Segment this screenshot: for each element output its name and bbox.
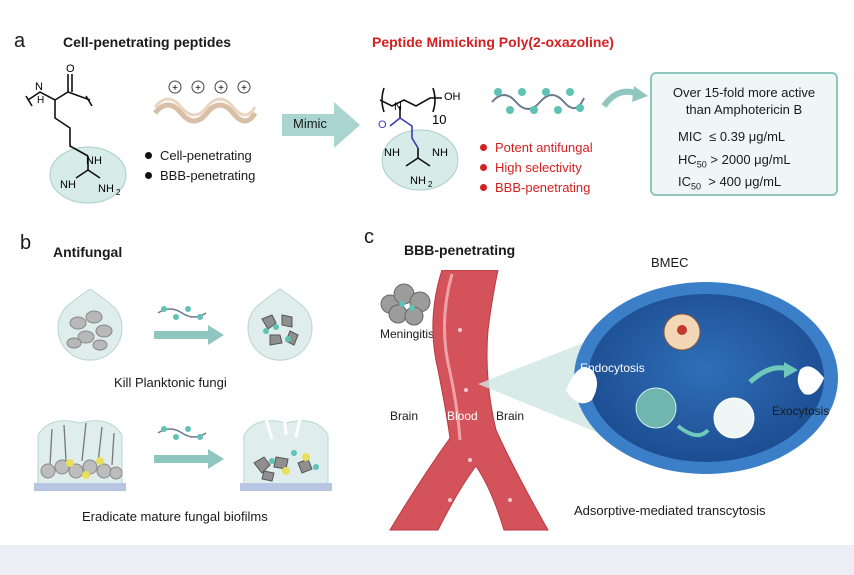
- meningitis-fungi-icon: [380, 283, 431, 326]
- mic-row: MIC ≤ 0.39 μg/mL: [678, 128, 836, 151]
- bullet-dot-red: [480, 183, 487, 191]
- guanidine-nh2-subscript: 2: [116, 188, 121, 197]
- sidechain-o-label: O: [378, 119, 387, 131]
- ic-name: IC: [678, 174, 691, 190]
- cpp-bullet-1-text: Cell-penetrating: [160, 147, 252, 163]
- curved-arrow-icon: [601, 86, 648, 108]
- poly-bullet-2: High selectivity: [480, 157, 593, 177]
- footer-band: [0, 545, 854, 575]
- poly-bullet-2-text: High selectivity: [495, 159, 582, 175]
- activity-line-2: than Amphotericin B: [685, 102, 803, 117]
- eradicate-biofilm-caption: Eradicate mature fungal biofilms: [82, 509, 268, 524]
- guanidine-nh2-label-2: NH: [410, 175, 426, 187]
- panel-c-letter: c: [364, 226, 374, 248]
- terminal-oh-label: OH: [444, 91, 461, 103]
- repeat-units-label: 10: [432, 112, 446, 127]
- brain-right-label: Brain: [496, 409, 525, 423]
- poly-bullets: Potent antifungal High selectivity BBB-p…: [480, 137, 593, 197]
- mimic-arrow: [282, 102, 360, 148]
- bullet-dot-red: [480, 163, 487, 171]
- blood-vessel: [389, 270, 549, 531]
- antifungal-title: Antifungal: [53, 244, 123, 260]
- mic-name: MIC: [678, 129, 702, 144]
- ic-sub: 50: [691, 181, 702, 192]
- ic50-value: > 400 μg/mL: [708, 174, 782, 190]
- bullet-dot-red: [480, 143, 487, 151]
- charge-plus-2: +: [195, 83, 201, 94]
- hc50-row: HC50 > 2000 μg/mL: [678, 151, 836, 174]
- bullet-dot: [145, 171, 152, 179]
- polymer-chain-icon: [491, 88, 585, 114]
- poly-oxazoline-title: Peptide Mimicking Poly(2-oxazoline): [372, 34, 614, 50]
- charge-plus-4: +: [241, 83, 247, 94]
- treatment-arrow-2: [154, 426, 224, 469]
- transcytosis-caption: Adsorptive-mediated transcytosis: [574, 503, 766, 518]
- bmec-cell: [566, 282, 838, 474]
- activity-line-1: Over 15-fold more active: [672, 85, 816, 100]
- charge-plus-3: +: [218, 83, 224, 94]
- mimic-label: Mimic: [293, 116, 327, 131]
- treatment-arrow-1: [154, 306, 224, 345]
- mic-value: ≤ 0.39 μg/mL: [709, 129, 786, 144]
- meningitis-label: Meningitis: [380, 327, 435, 341]
- poly-bullet-3: BBB-penetrating: [480, 177, 593, 197]
- panel-a-letter: a: [14, 30, 26, 52]
- eradicated-biofilm: [240, 414, 332, 491]
- cpp-bullet-2-text: BBB-penetrating: [160, 167, 256, 183]
- zoom-cone: [478, 334, 606, 436]
- poly-bullet-1: Potent antifungal: [480, 137, 593, 157]
- backbone-n-label: N: [394, 101, 402, 113]
- cpp-bullet-2: BBB-penetrating: [145, 165, 255, 185]
- guanidine-nh2-subscript-2: 2: [428, 180, 433, 189]
- activity-box: Over 15-fold more active than Amphoteric…: [650, 72, 838, 196]
- blood-label: Blood: [447, 409, 478, 423]
- amide-h-label: H: [37, 95, 44, 106]
- poly-oxazoline-structure: N O OH 10 NH NH NH 2: [378, 87, 461, 191]
- mature-biofilm: [34, 420, 126, 491]
- carbonyl-o-label: O: [66, 63, 75, 75]
- panel-b-letter: b: [20, 232, 32, 254]
- cpp-bullet-1: Cell-penetrating: [145, 145, 255, 165]
- charge-plus-1: +: [172, 83, 178, 94]
- hc-name: HC: [678, 151, 697, 167]
- bullet-dot: [145, 151, 152, 159]
- planktonic-fungi-droplet: [57, 288, 123, 361]
- bmec-label: BMEC: [651, 255, 689, 270]
- amide-n-label: N: [35, 81, 43, 93]
- poly-bullet-3-text: BBB-penetrating: [495, 179, 591, 195]
- cpp-title: Cell-penetrating peptides: [63, 34, 232, 50]
- peptide-wave-icon: + + + +: [153, 80, 258, 124]
- guanidine-nh-label: NH: [86, 155, 102, 167]
- guanidine-hn-label: NH: [60, 179, 76, 191]
- hc-sub: 50: [696, 159, 707, 170]
- arginine-structure: N H O NH NH NH 2: [25, 63, 127, 204]
- cpp-bullets: Cell-penetrating BBB-penetrating: [145, 145, 255, 185]
- guanidine-hn-label-2: NH: [384, 147, 400, 159]
- killed-fungi-droplet: [247, 288, 313, 361]
- guanidine-nh2-label: NH: [98, 183, 114, 195]
- endocytosis-label: Endocytosis: [580, 361, 645, 375]
- kill-planktonic-caption: Kill Planktonic fungi: [114, 375, 227, 390]
- guanidine-nh-label-2: NH: [432, 147, 448, 159]
- ic50-row: IC50 > 400 μg/mL: [678, 173, 836, 196]
- bbb-title: BBB-penetrating: [404, 242, 516, 258]
- hc50-value: > 2000 μg/mL: [710, 151, 791, 167]
- exocytosis-label: Exocytosis: [772, 404, 830, 418]
- poly-bullet-1-text: Potent antifungal: [495, 139, 593, 155]
- brain-left-label: Brain: [390, 409, 419, 423]
